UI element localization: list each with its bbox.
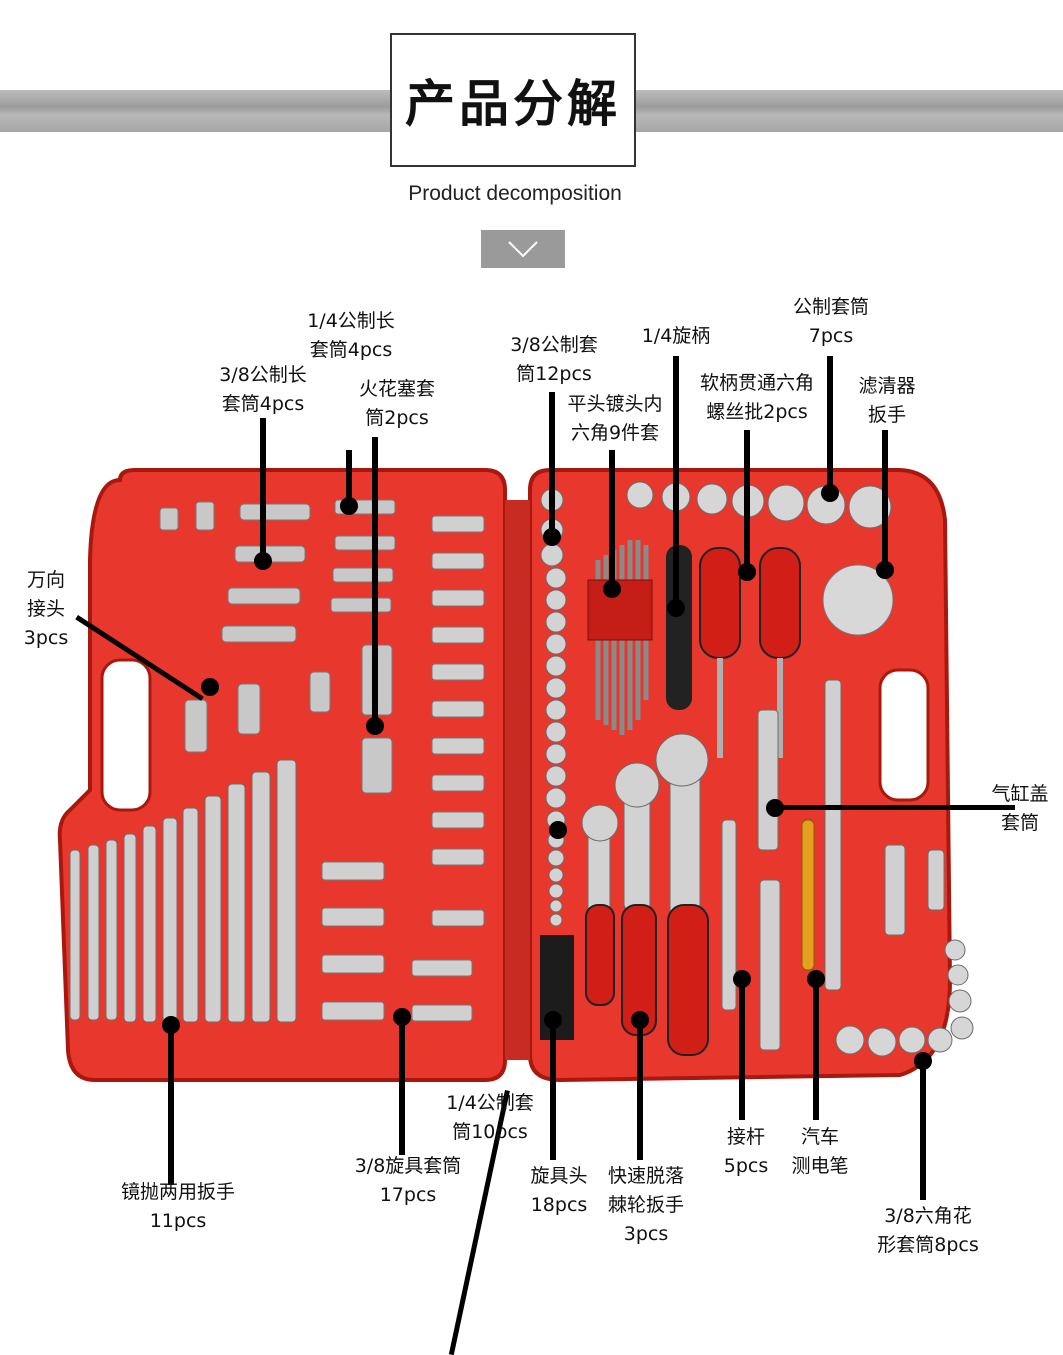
- label-line: 3/8六角花: [884, 1205, 972, 1227]
- label-line: 1/4公制长: [307, 310, 395, 332]
- label-line: 快速脱落: [607, 1165, 684, 1187]
- label-torx-socket: 3/8六角花 形套筒8pcs: [862, 1202, 994, 1260]
- label-line: 1/4旋柄: [641, 325, 711, 347]
- scroll-down-button[interactable]: [481, 230, 565, 268]
- label-line: 11pcs: [149, 1210, 207, 1232]
- label-line: 软柄贯通六角: [699, 372, 814, 394]
- label-line: 3/8公制套: [510, 334, 598, 356]
- label-line: 7pcs: [808, 325, 854, 347]
- label-line: 汽车: [800, 1126, 839, 1148]
- label-metric-7: 公制套筒 7pcs: [776, 293, 886, 351]
- label-spark-plug: 火花塞套 筒2pcs: [340, 375, 454, 433]
- label-universal-joint: 万向 接头 3pcs: [6, 566, 86, 653]
- label-flat-hex: 平头镀头内 六角9件套: [556, 390, 674, 448]
- label-circuit-tester: 汽车 测电笔: [782, 1123, 858, 1181]
- label-filter-wrench: 滤清器 扳手: [844, 372, 930, 430]
- chevron-down-icon: [508, 241, 538, 258]
- label-line: 3/8公制长: [219, 364, 307, 386]
- label-ratchet: 快速脱落 棘轮扳手 3pcs: [594, 1162, 698, 1249]
- label-line: 形套筒8pcs: [877, 1234, 979, 1256]
- decorative-band-left: [0, 90, 392, 132]
- label-line: 气缸盖: [991, 783, 1049, 805]
- label-line: 套筒4pcs: [221, 393, 305, 415]
- label-line: 1/4公制套: [446, 1092, 534, 1114]
- page-subtitle: Product decomposition: [408, 182, 622, 205]
- label-line: 17pcs: [379, 1184, 437, 1206]
- label-line: 套筒4pcs: [309, 339, 393, 361]
- label-line: 测电笔: [791, 1155, 849, 1177]
- label-line: 火花塞套: [358, 378, 435, 400]
- label-line: 筒10pcs: [452, 1121, 528, 1143]
- label-line: 3pcs: [623, 1223, 669, 1245]
- label-line: 平头镀头内: [567, 393, 663, 415]
- label-line: 旋具头: [530, 1165, 588, 1187]
- label-handle-14: 1/4旋柄: [626, 322, 726, 351]
- label-line: 3pcs: [23, 627, 69, 649]
- label-cylinder-socket: 气缸盖 套筒: [980, 780, 1060, 838]
- label-metric-14: 1/4公制套 筒10pcs: [426, 1089, 554, 1147]
- label-wrench: 镜抛两用扳手 11pcs: [96, 1178, 260, 1236]
- label-line: 棘轮扳手: [607, 1194, 684, 1216]
- label-line: 接头: [26, 598, 65, 620]
- label-extension: 接杆 5pcs: [710, 1123, 782, 1181]
- label-line: 接杆: [726, 1126, 765, 1148]
- label-line: 六角9件套: [570, 422, 660, 444]
- label-line: 万向: [26, 569, 65, 591]
- title-box: 产品分解: [390, 33, 636, 167]
- label-line: 螺丝批2pcs: [706, 401, 808, 423]
- label-screwdriver: 软柄贯通六角 螺丝批2pcs: [684, 369, 830, 427]
- label-metric-38: 3/8公制套 筒12pcs: [490, 331, 618, 389]
- label-line: 筒2pcs: [365, 407, 429, 429]
- label-socket-38: 3/8旋具套筒 17pcs: [336, 1152, 480, 1210]
- case-handle-right: [878, 668, 930, 802]
- decorative-band-right: [636, 90, 1063, 132]
- page-title: 产品分解: [405, 74, 621, 133]
- label-line: 3/8旋具套筒: [354, 1155, 462, 1177]
- label-line: 镜抛两用扳手: [120, 1181, 235, 1203]
- label-line: 18pcs: [530, 1194, 588, 1216]
- case-handle-left: [100, 658, 152, 812]
- label-line: 公制套筒: [792, 296, 869, 318]
- label-line: 筒12pcs: [516, 363, 592, 385]
- label-long-14: 1/4公制长 套筒4pcs: [284, 307, 418, 365]
- label-line: 扳手: [867, 404, 906, 426]
- label-long-38: 3/8公制长 套筒4pcs: [196, 361, 330, 419]
- label-bits: 旋具头 18pcs: [516, 1162, 602, 1220]
- label-line: 5pcs: [723, 1155, 769, 1177]
- label-line: 套筒: [1000, 812, 1039, 834]
- label-line: 滤清器: [858, 375, 916, 397]
